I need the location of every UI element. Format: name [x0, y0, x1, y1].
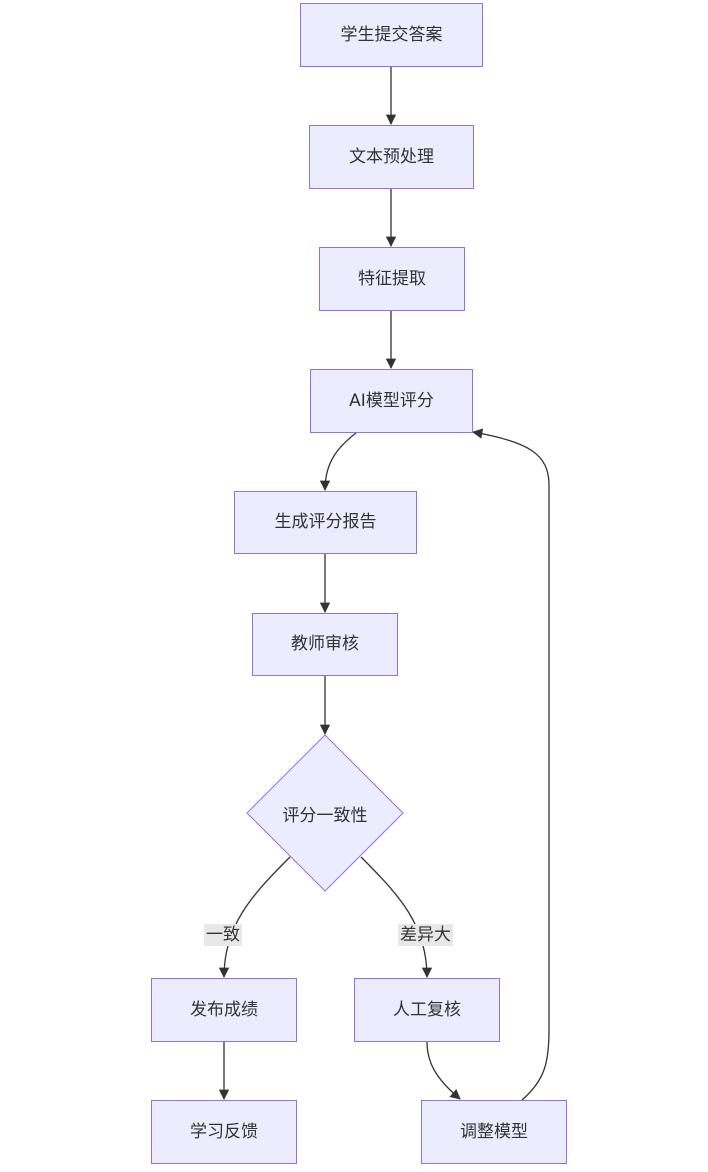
edge-label-consistent: 一致 [204, 924, 242, 946]
node-teacher-review-label: 教师审核 [291, 634, 359, 654]
node-teacher-review: 教师审核 [252, 613, 398, 676]
node-manual-review-label: 人工复核 [393, 999, 461, 1020]
node-generate-report-label: 生成评分报告 [274, 512, 377, 532]
node-adjust-model: 调整模型 [421, 1100, 567, 1164]
node-feature-extraction: 特征提取 [319, 247, 465, 311]
edge-manual-review-to-adjust-model [426, 1041, 461, 1100]
node-adjust-model-label: 调整模型 [460, 1121, 528, 1142]
node-submit-answer: 学生提交答案 [300, 3, 483, 67]
decision-score-consistency: 评分一致性 [246, 734, 404, 892]
decision-diamond-shape [246, 734, 404, 892]
node-ai-model-scoring: AI模型评分 [310, 369, 473, 433]
node-learning-feedback: 学习反馈 [151, 1100, 297, 1164]
node-generate-report: 生成评分报告 [234, 491, 417, 554]
edge-ai-score-to-report [319, 432, 357, 492]
node-feature-extraction-label: 特征提取 [358, 268, 426, 289]
node-ai-model-scoring-label: AI模型评分 [349, 390, 434, 411]
node-publish-grades-label: 发布成绩 [190, 999, 258, 1020]
edge-consistency-to-manual-review [360, 856, 433, 979]
node-text-preprocess: 文本预处理 [309, 125, 474, 189]
node-learning-feedback-label: 学习反馈 [190, 1121, 258, 1142]
edge-adjust-model-to-ai-score [471, 428, 550, 1101]
node-submit-answer-label: 学生提交答案 [340, 24, 443, 45]
node-text-preprocess-label: 文本预处理 [349, 146, 434, 167]
edge-consistency-to-publish [218, 856, 291, 979]
node-manual-review: 人工复核 [354, 978, 500, 1042]
node-publish-grades: 发布成绩 [151, 978, 297, 1042]
decision-score-consistency-label: 评分一致性 [282, 805, 368, 826]
edge-label-large-difference: 差异大 [398, 924, 453, 946]
